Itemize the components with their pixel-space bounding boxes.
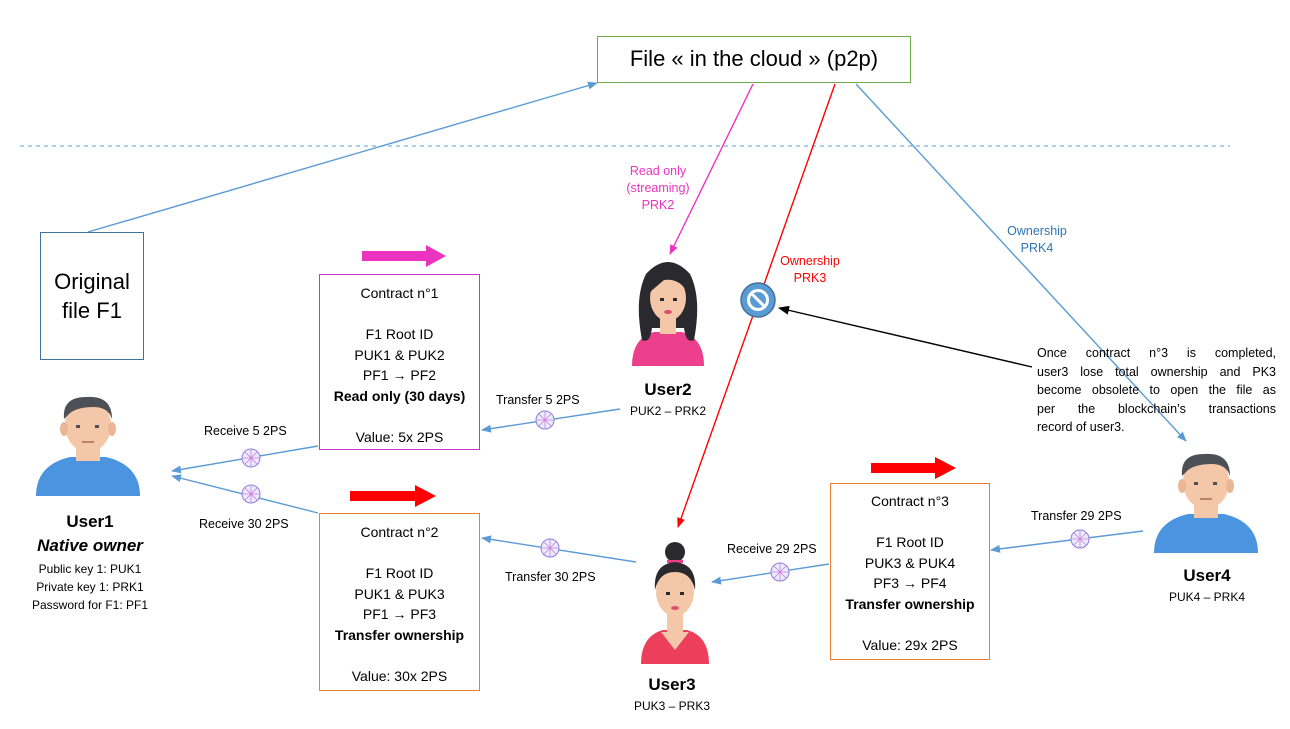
note-line5: record of user3. [1037,420,1125,434]
coin-icon [535,410,555,430]
coin-icon [241,448,261,468]
contract3-box: Contract n°3 F1 Root ID PUK3 & PUK4 PF3 … [830,483,990,660]
user3-avatar [641,542,709,664]
user2-label: User2 PUK2 – PRK2 [608,380,728,420]
read-only-label: Read only (streaming) PRK2 [608,163,708,214]
cloud-file-title: File « in the cloud » (p2p) [629,46,879,71]
contract3-value: Value: 29x 2PS [862,636,958,653]
contract3-terms: Transfer ownership [845,595,975,612]
original-file-line1: Original [54,269,130,294]
ownership-prk4-line2: PRK4 [1020,241,1054,255]
read-only-line2: (streaming) [626,181,690,195]
user1-public-key: Public key 1: PUK1 [38,562,142,576]
ownership-prk3-line2: PRK3 [793,271,827,285]
contract2-box: Contract n°2 F1 Root ID PUK1 & PUK3 PF1 … [319,513,480,691]
coin-icon [540,538,560,558]
arrow-original-to-cloud [87,81,598,233]
contract1-box: Contract n°1 F1 Root ID PUK1 & PUK2 PF1 … [319,274,480,450]
read-only-line3: PRK2 [641,198,675,212]
user3-label: User3 PUK3 – PRK3 [612,675,732,715]
contract2-keys: PUK1 & PUK3 [354,585,445,602]
arrow-contract3-to-user3 [711,563,830,585]
contract1-terms: Read only (30 days) [333,387,466,404]
transfer-30-label: Transfer 30 2PS [505,570,596,584]
contract1-title: Contract n°1 [360,285,439,301]
user2-keys: PUK2 – PRK2 [629,404,707,418]
contract3-password: PF3 → PF4 [873,575,947,591]
ownership-prk3-label: Ownership PRK3 [770,253,850,287]
receive-30-label: Receive 30 2PS [199,517,289,531]
user2-avatar [632,262,704,366]
note-line1: Once contract n°3 is completed, [1037,346,1276,360]
contract3-keys: PUK3 & PUK4 [864,554,956,571]
user4-keys: PUK4 – PRK4 [1168,590,1246,604]
user1-name: User1 [66,512,114,531]
arrow-cloud-to-user2 [669,83,754,255]
user4-name: User4 [1183,566,1231,585]
ownership-note: Once contract n°3 is completed, user3 lo… [1037,344,1276,437]
user1-password: Password for F1: PF1 [31,598,149,612]
receive-5-label: Receive 5 2PS [204,424,287,438]
user4-avatar [1154,453,1258,553]
read-only-line1: Read only [629,164,687,178]
contract2-block-arrow [350,485,436,507]
contract1-value: Value: 5x 2PS [355,428,444,445]
user1-label: User1 Native owner Public key 1: PUK1 Pr… [10,512,170,614]
ownership-prk4-label: Ownership PRK4 [997,223,1077,257]
contract2-value: Value: 30x 2PS [351,667,448,684]
contract2-root-id: F1 Root ID [365,565,434,581]
contract2-terms: Transfer ownership [334,626,465,643]
cloud-file-box: File « in the cloud » (p2p) [597,36,911,83]
user1-private-key: Private key 1: PRK1 [36,580,144,594]
contract1-root-id: F1 Root ID [365,326,434,342]
user1-role: Native owner [37,536,143,555]
contract3-title: Contract n°3 [871,493,949,509]
contract2-title: Contract n°2 [360,524,439,540]
blocked-icon [740,282,776,318]
contract1-keys: PUK1 & PUK2 [354,346,445,363]
arrow-cloud-to-user4 [855,83,1187,442]
contract3-root-id: F1 Root ID [876,534,944,550]
original-file-box: Original file F1 [40,232,144,360]
ownership-prk3-line1: Ownership [780,254,840,268]
arrow-note-to-blocked [778,305,1033,368]
contract1-block-arrow [362,245,446,267]
note-line3: become obsolete to open the file as [1037,383,1276,397]
contract1-password: PF1 → PF2 [362,367,437,383]
receive-29-label: Receive 29 2PS [727,542,817,556]
note-line2: user3 lose total ownership and PK3 [1037,364,1276,379]
contract3-block-arrow [871,457,956,479]
contract2-password: PF1 → PF3 [362,606,437,622]
user2-name: User2 [644,380,692,399]
transfer-29-label: Transfer 29 2PS [1031,509,1122,523]
note-line4: per the blockchain’s transactions [1037,401,1276,416]
coin-icon [241,484,261,504]
original-file-line2: file F1 [62,298,122,323]
coin-icon [770,562,790,582]
user1-avatar [36,396,140,496]
coin-icon [1070,529,1090,549]
arrow-user4-to-contract3 [990,530,1144,553]
user4-label: User4 PUK4 – PRK4 [1147,566,1267,606]
transfer-5-label: Transfer 5 2PS [496,393,580,407]
user3-name: User3 [648,675,696,694]
ownership-prk4-line1: Ownership [1007,224,1067,238]
user3-keys: PUK3 – PRK3 [633,699,711,713]
